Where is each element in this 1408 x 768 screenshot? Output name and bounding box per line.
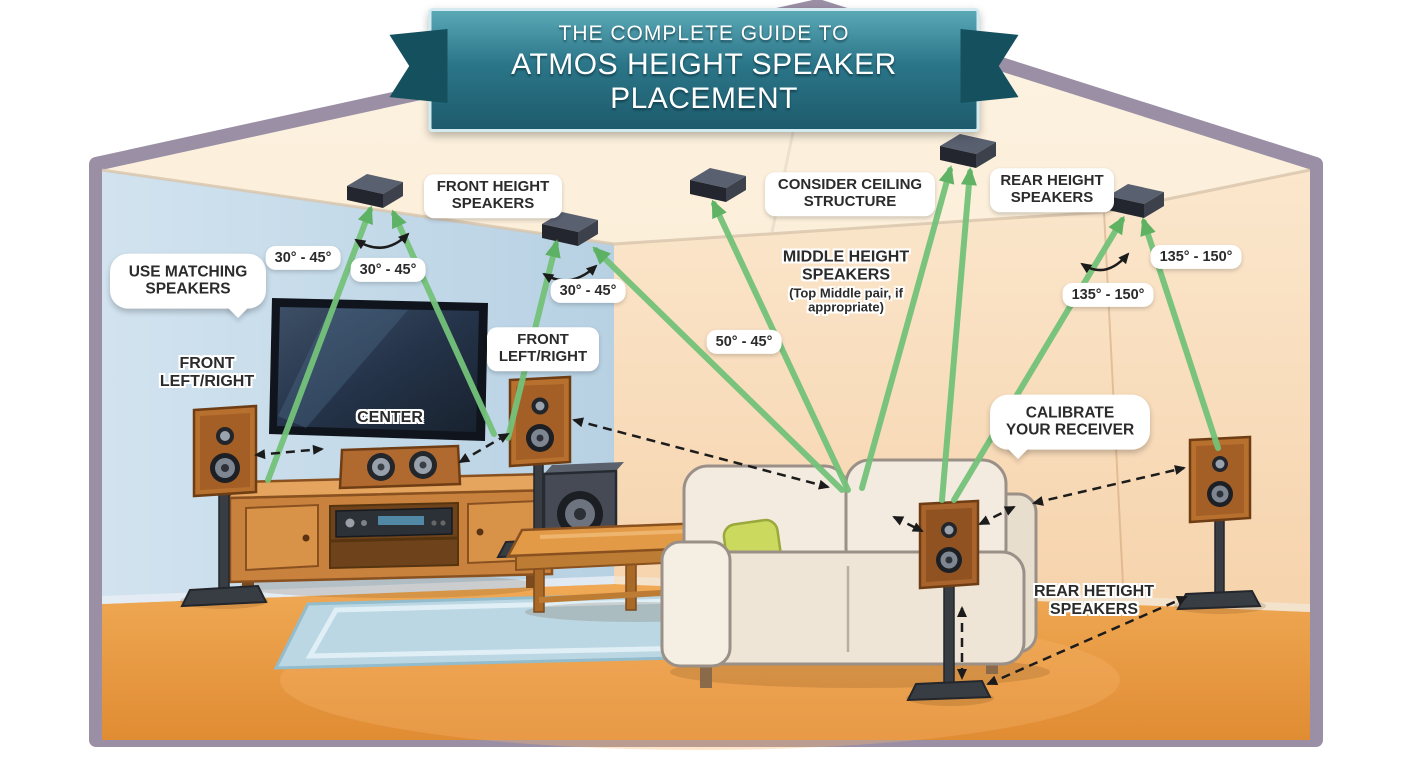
label-front-height-speakers: FRONT HEIGHT SPEAKERS: [424, 174, 562, 218]
angle-front-right: 30° - 45°: [550, 278, 626, 304]
media-console: [225, 472, 559, 594]
label-front-left-right-pill: FRONT LEFT/RIGHT: [487, 327, 599, 371]
ceiling-speaker-rear-middle: [940, 134, 996, 168]
label-consider-ceiling-structure: CONSIDER CEILING STRUCTURE: [765, 172, 935, 216]
ceiling-speaker-middle: [690, 168, 746, 202]
dashed-measure-arrows: [254, 417, 1188, 686]
av-receiver: [335, 507, 453, 538]
sofa: [660, 458, 1038, 688]
label-rear-height-speakers-bottom: REAR HETIGHT SPEAKERS: [1034, 583, 1154, 618]
angle-front-left-a: 30° - 45°: [265, 245, 341, 271]
angle-rear-right-a: 135° - 150°: [1150, 244, 1242, 270]
label-center-channel: CENTER: [357, 409, 423, 427]
banner-line2: ATMOS HEIGHT SPEAKER PLACEMENT: [511, 48, 897, 115]
ceiling-speaker-front-left: [347, 174, 403, 208]
title-banner: THE COMPLETE GUIDE TO ATMOS HEIGHT SPEAK…: [428, 8, 980, 132]
center-channel-speaker: [338, 444, 462, 490]
bubble-calibrate-your-receiver: CALIBRATE YOUR RECEIVER: [990, 394, 1150, 450]
label-front-left-right-wall: FRONT LEFT/RIGHT: [159, 355, 255, 390]
front-left-speaker: [180, 404, 268, 608]
angle-middle: 50° - 45°: [706, 329, 782, 355]
middle-height-title: MIDDLE HEIGHT SPEAKERS: [782, 248, 910, 284]
bubble-use-matching-speakers: USE MATCHING SPEAKERS: [110, 253, 266, 309]
angle-front-left-b: 30° - 45°: [350, 257, 426, 283]
middle-height-subtitle: (Top Middle pair, if appropriate): [789, 285, 903, 315]
banner-line1: THE COMPLETE GUIDE TO: [558, 22, 850, 45]
ceiling-speaker-rear-right: [1108, 184, 1164, 218]
angle-rear-right-b: 135° - 150°: [1062, 282, 1154, 308]
label-middle-height-speakers: MIDDLE HEIGHT SPEAKERS (Top Middle pair,…: [751, 249, 941, 316]
label-rear-height-speakers-top: REAR HEIGHT SPEAKERS: [990, 168, 1114, 212]
rear-middle-speaker: [906, 499, 992, 702]
rear-right-speaker: [1176, 435, 1262, 611]
